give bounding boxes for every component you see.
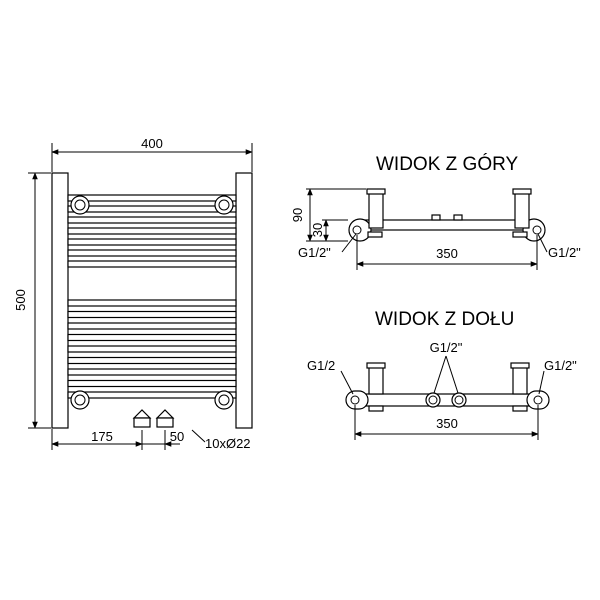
top-cap-left [348,218,372,242]
tube-label: 10xØ22 [205,436,251,451]
mount-top-left [70,195,90,215]
top-connector-left-label: G1/2" [298,245,331,260]
rung [67,310,237,319]
top-spacing-label: 350 [436,246,458,261]
top-view-title: WIDOK Z GÓRY [376,153,518,175]
rung [67,345,237,353]
bottom-connector-center-label: G1/2" [430,340,463,355]
offset-dimension-label: 175 [91,429,113,444]
mount-bottom-right [214,390,234,410]
rung [67,356,237,365]
top-depth-label: 90 [290,208,305,222]
top-offset-label: 30 [310,223,325,237]
rung [67,205,237,213]
bottom-view-title: WIDOK Z DOŁU [375,309,514,330]
rung [67,194,237,202]
width-dimension-label: 400 [141,136,163,151]
rung [67,216,237,224]
height-dimension-label: 500 [13,289,28,311]
mount-bottom-left [70,390,90,410]
valve-left [132,409,152,428]
rung [67,322,237,330]
rung [67,391,237,399]
rungs [67,194,237,399]
bottom-view: WIDOK Z DOŁU G1/2 G1/2" G1/2" 350 [307,309,577,440]
rung [67,379,237,388]
front-view: 400 500 175 50 10xØ22 [13,136,253,451]
rung [67,299,237,307]
bottom-connector-left-label: G1/2 [307,358,335,373]
top-bracket-right [514,191,530,229]
bottom-connector-right-label: G1/2" [544,358,577,373]
rung [67,249,237,257]
top-connector-right-label: G1/2" [548,245,581,260]
rung [67,333,237,342]
bottom-cap-left [345,390,369,410]
top-view: WIDOK Z GÓRY 90 30 G1/2" G1/2" [290,153,581,270]
valve-right [155,409,175,428]
bottom-bracket-right [512,365,528,395]
rung [67,260,237,268]
spacing-dimension-label: 50 [170,429,184,444]
left-post [51,172,69,429]
bottom-spacing-label: 350 [436,416,458,431]
rung [67,227,237,235]
rung [67,368,237,376]
top-bracket-left [368,191,384,229]
mount-top-right [214,195,234,215]
bottom-inlet-left [425,392,441,408]
rung [67,238,237,246]
bottom-bracket-left [368,365,384,395]
right-post [235,172,253,429]
bottom-inlet-right [451,392,467,408]
